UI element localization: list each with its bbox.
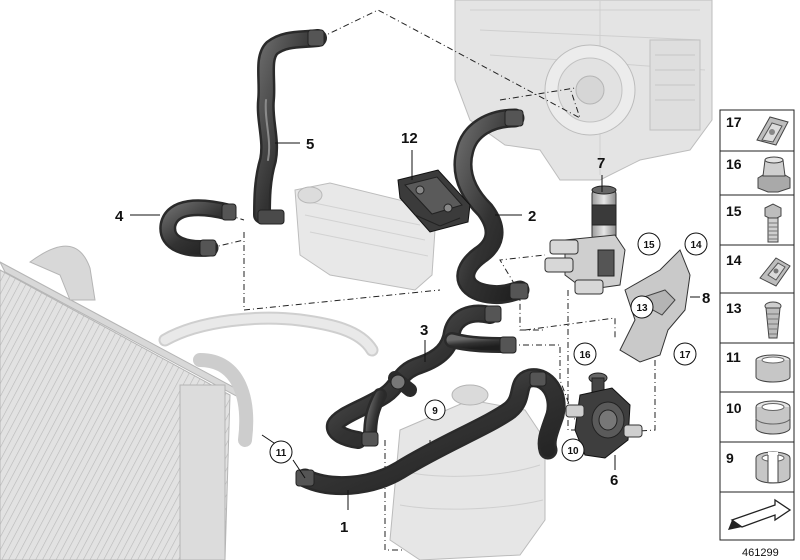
- svg-text:15: 15: [643, 240, 655, 251]
- svg-text:11: 11: [276, 448, 287, 459]
- callout-2: 2: [528, 208, 536, 225]
- circled-callout-17: 17: [673, 342, 697, 366]
- circled-callout-15: 15: [637, 232, 661, 256]
- svg-text:16: 16: [726, 156, 742, 172]
- callout-5: 5: [306, 136, 314, 153]
- svg-text:15: 15: [726, 203, 742, 219]
- circled-callout-13: 13: [630, 295, 654, 319]
- hose-2: [453, 108, 530, 305]
- callout-7: 7: [597, 155, 605, 172]
- torx-screw-icon: [764, 301, 782, 339]
- hex-bolt-icon: [764, 203, 782, 243]
- svg-text:13: 13: [726, 300, 742, 316]
- hose-clamp-icon: [755, 354, 791, 383]
- expansion-tank-lower-ghost: [389, 384, 546, 560]
- pump-6: [565, 372, 643, 459]
- parts-table-row-13: 13: [719, 292, 795, 344]
- circled-callout-10: 10: [561, 438, 585, 462]
- hose-3: [325, 304, 517, 449]
- double-clamp-icon: [755, 400, 791, 435]
- parts-table-row-arrow: [719, 491, 795, 541]
- parts-table-row-10: 10: [719, 391, 795, 443]
- svg-text:14: 14: [690, 240, 702, 251]
- parts-table-row-11: 11: [719, 342, 795, 393]
- callout-1: 1: [340, 519, 348, 536]
- svg-text:10: 10: [726, 400, 742, 416]
- hose-5: [253, 29, 327, 225]
- parts-table-row-16: 16: [719, 150, 795, 196]
- parts-table: 17 16 15: [719, 109, 795, 541]
- svg-text:10: 10: [567, 446, 579, 457]
- circled-callout-16: 16: [573, 342, 597, 366]
- circled-callout-11: 11: [269, 440, 293, 464]
- svg-text:16: 16: [579, 350, 591, 361]
- svg-text:17: 17: [679, 350, 691, 361]
- callouts: 1 2 3 4 5 6 7 8 12: [115, 130, 710, 536]
- bracket-12: [397, 169, 471, 233]
- parts-table-row-9: 9: [719, 441, 795, 493]
- valve-7: [544, 185, 626, 295]
- callout-12: 12: [401, 130, 418, 147]
- svg-text:13: 13: [636, 303, 648, 314]
- parts-table-row-17: 17: [719, 109, 795, 152]
- hex-nut-icon: [757, 156, 791, 193]
- engine-block-ghost: [454, 0, 713, 181]
- svg-text:9: 9: [726, 450, 734, 466]
- callout-8: 8: [702, 290, 710, 307]
- direction-arrow-icon: [728, 498, 792, 530]
- svg-text:14: 14: [726, 252, 742, 268]
- svg-text:11: 11: [726, 349, 741, 365]
- spring-clip-icon: [755, 451, 791, 484]
- circled-callouts: 9 10 11 13 14 15 16 17: [269, 232, 708, 464]
- radiator-ghost: [0, 245, 379, 560]
- callout-3: 3: [420, 322, 428, 339]
- callout-6: 6: [610, 472, 618, 489]
- svg-text:9: 9: [432, 406, 438, 417]
- callout-4: 4: [115, 208, 124, 225]
- svg-text:17: 17: [726, 114, 742, 130]
- diagram-code: 461299: [742, 547, 779, 559]
- circled-callout-14: 14: [684, 232, 708, 256]
- spring-nut-icon: [759, 257, 791, 287]
- hose-4: [159, 199, 237, 257]
- expansion-tank-upper-ghost: [294, 182, 436, 291]
- parts-table-row-15: 15: [719, 194, 795, 246]
- circled-callout-9: 9: [424, 399, 446, 421]
- parts-table-row-14: 14: [719, 244, 795, 294]
- clip-nut-icon: [756, 116, 789, 146]
